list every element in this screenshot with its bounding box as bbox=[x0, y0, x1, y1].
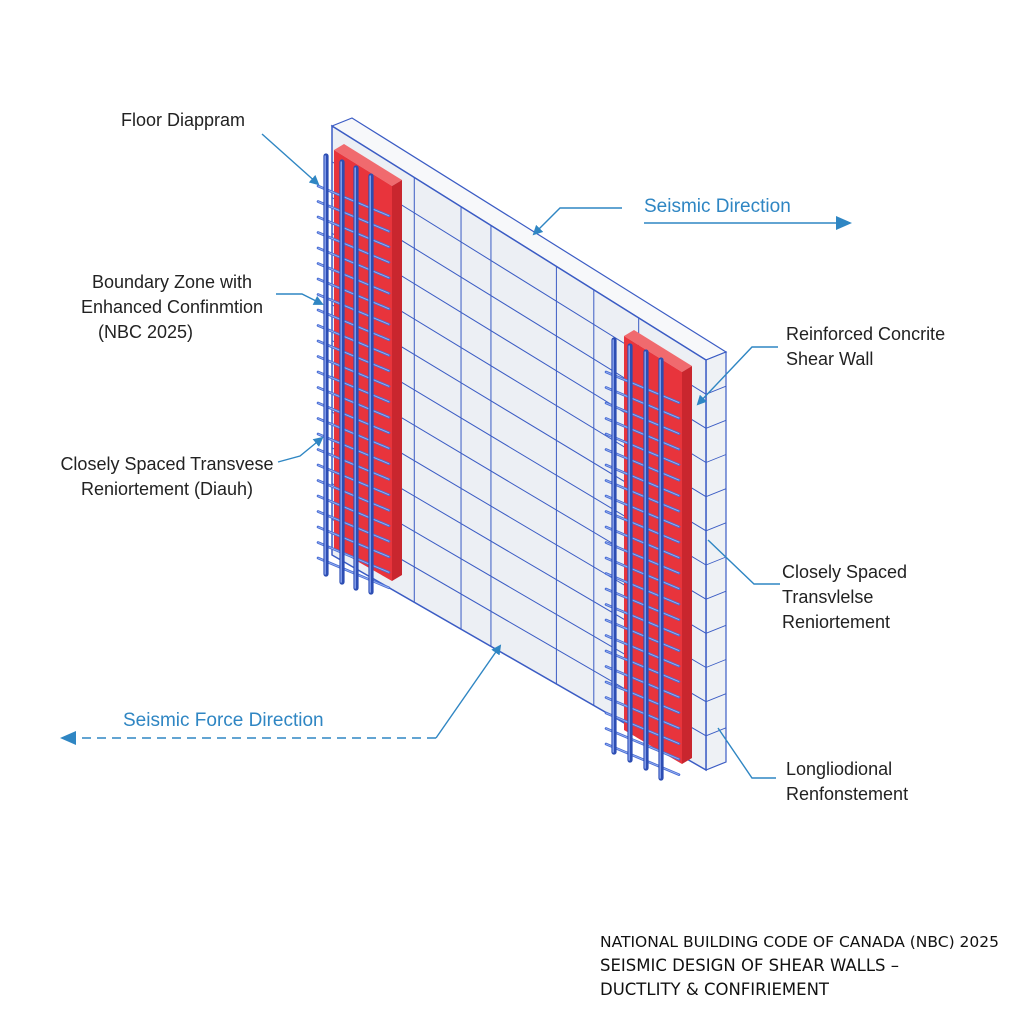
transverse-tie-highlight-right bbox=[605, 449, 680, 481]
wall-side-grid-line bbox=[705, 419, 727, 429]
transverse-tie-highlight-right bbox=[605, 557, 680, 590]
label-transverse-left-line2: Reniortement (Diauh) bbox=[80, 479, 254, 499]
transverse-tie-highlight-right bbox=[605, 697, 680, 729]
leader-shear-wall bbox=[696, 346, 778, 406]
label-seismic-direction: Seismic Direction bbox=[644, 196, 791, 217]
transverse-tie-highlight-right bbox=[605, 511, 680, 543]
transverse-tie-highlight-right bbox=[605, 588, 680, 621]
transverse-tie-highlight-right bbox=[605, 666, 680, 698]
label-boundary-zone-line2: Enhanced Confinmtion bbox=[80, 297, 264, 317]
seismic-force-arrow-leader bbox=[435, 644, 502, 739]
label-transverse-right-line3: Reniortement bbox=[782, 612, 891, 632]
transverse-tie-highlight-right bbox=[605, 526, 680, 559]
transverse-tie-highlight-right bbox=[605, 573, 680, 605]
label-shear-wall-line1: Reinforced Concrite bbox=[786, 324, 946, 344]
transverse-tie-highlight-right bbox=[605, 712, 680, 745]
wall-side-grid-line bbox=[705, 454, 727, 463]
transverse-tie-highlight-right bbox=[605, 480, 680, 512]
wall-side-grid-line bbox=[705, 659, 727, 668]
boundary-zone-right-top bbox=[624, 330, 692, 372]
boundary-zone-left bbox=[316, 144, 402, 595]
seismic-force-arrow bbox=[60, 644, 502, 745]
transverse-tie-highlight-right bbox=[605, 635, 680, 667]
wall-side-grid-line bbox=[705, 590, 727, 600]
transverse-tie-highlight-right bbox=[605, 418, 680, 450]
label-floor-diaphragm: Floor Diappram bbox=[121, 110, 246, 130]
label-transverse-right-line1: Closely Spaced bbox=[782, 562, 908, 582]
wall-side-grid-line bbox=[705, 522, 727, 532]
transverse-tie-highlight-right bbox=[605, 542, 680, 574]
label-longitudinal: Longliodional Renfonstement bbox=[786, 757, 908, 807]
leader-lines bbox=[261, 133, 780, 779]
footer-caption: NATIONAL BUILDING CODE OF CANADA (NBC) 2… bbox=[600, 930, 999, 1002]
transverse-tie-highlight-right bbox=[605, 743, 680, 776]
leader-floor-diaphragm bbox=[261, 133, 320, 186]
boundary-zone-right-side bbox=[682, 366, 692, 764]
wall-side-grid-line bbox=[705, 693, 727, 703]
label-longitudinal-line2: Renfonstement bbox=[786, 784, 909, 804]
rebar-cage-left bbox=[316, 153, 391, 595]
label-boundary-zone-line1: Boundary Zone with bbox=[91, 272, 253, 292]
label-longitudinal-line1: Longliodional bbox=[786, 759, 893, 779]
transverse-tie-highlight-right bbox=[605, 728, 680, 760]
wall-side-grid-line bbox=[705, 488, 727, 498]
leader-longitudinal bbox=[717, 727, 776, 779]
transverse-tie-highlight-right bbox=[605, 650, 680, 683]
label-seismic-force-direction: Seismic Force Direction bbox=[123, 710, 324, 731]
transverse-tie-highlight-right bbox=[605, 402, 680, 435]
leader-boundary-zone bbox=[276, 293, 324, 305]
wall-side-grid bbox=[705, 385, 727, 737]
footer-line1: NATIONAL BUILDING CODE OF CANADA (NBC) 2… bbox=[600, 933, 1000, 951]
transverse-tie-highlight-right bbox=[605, 619, 680, 652]
transverse-tie-highlight-right bbox=[605, 604, 680, 636]
label-boundary-zone: Boundary Zone with Enhanced Confinmtion … bbox=[72, 270, 272, 345]
transverse-tie-highlight-right bbox=[605, 681, 680, 714]
label-transverse-right-line2: Transvlelse bbox=[782, 587, 874, 607]
transverse-tie-highlight-right bbox=[605, 387, 680, 419]
leader-seismic-direction bbox=[532, 207, 622, 236]
transverse-tie-highlight-right bbox=[605, 495, 680, 528]
footer-line2: SEISMIC DESIGN OF SHEAR WALLS – bbox=[600, 956, 900, 975]
wall-side-grid-line bbox=[705, 727, 727, 737]
label-shear-wall: Reinforced Concrite Shear Wall bbox=[786, 322, 945, 372]
boundary-zone-left-top bbox=[334, 144, 402, 186]
transverse-tie-highlight-right bbox=[605, 433, 680, 466]
wall-side-grid-line bbox=[705, 556, 727, 566]
transverse-tie-highlight-right bbox=[605, 464, 680, 497]
transverse-tie-highlight-right bbox=[605, 371, 680, 404]
boundary-zone-right bbox=[604, 330, 692, 781]
footer-line3: DUCTLITY & CONFIRIEMENT bbox=[600, 980, 830, 999]
label-shear-wall-line2: Shear Wall bbox=[786, 349, 874, 369]
label-boundary-zone-line3: (NBC 2025) bbox=[98, 322, 194, 342]
label-transverse-right: Closely Spaced Transvlelse Reniortement bbox=[782, 560, 907, 635]
leader-transverse-right bbox=[707, 539, 780, 585]
boundary-zone-left-side bbox=[392, 180, 402, 581]
leader-transverse-left bbox=[277, 436, 324, 463]
wall-side-grid-line bbox=[705, 624, 727, 634]
rebar-cage-right bbox=[604, 337, 681, 781]
label-transverse-left: Closely Spaced Transvese Reniortement (D… bbox=[52, 452, 282, 502]
label-transverse-left-line1: Closely Spaced Transvese bbox=[60, 454, 274, 474]
